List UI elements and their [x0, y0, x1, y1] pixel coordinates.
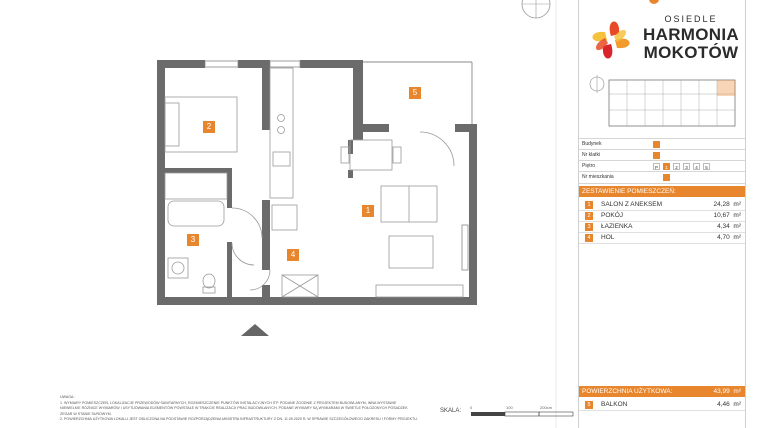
- windows: [204, 60, 469, 271]
- building-box: [653, 141, 660, 148]
- staircase-box: [653, 152, 660, 159]
- sofa: [380, 185, 438, 223]
- room-row-area: 4,34 m²: [717, 223, 741, 230]
- balcony-outline: [363, 61, 473, 124]
- room-row-name: POKÓJ: [601, 212, 624, 219]
- room-row-name: HOL: [601, 234, 615, 241]
- room-label-2: 2: [203, 121, 215, 133]
- room-label-1: 1: [362, 205, 374, 217]
- balcony-row-num: 5: [585, 401, 593, 409]
- scale-bar: SKALA: 0 100 200cm: [440, 404, 580, 424]
- entrance-marker-icon: [241, 324, 269, 336]
- info-row-apartment: Nr mieszkania: [579, 171, 745, 184]
- total-area-value: 43,99 m²: [713, 388, 742, 395]
- floor-box-p: P: [653, 163, 660, 170]
- room-row-3: 3 ŁAZIENKA 4,34 m²: [579, 221, 745, 233]
- room-label-3: 3: [187, 234, 199, 246]
- footnotes: UWAGA: 1. WYMIARY POMIESZCZEŃ, LOKALIZAC…: [60, 395, 440, 423]
- balcony-row-name: BALKON: [601, 401, 628, 408]
- room-row-1: 1 SALON Z ANEKSEM 24,28 m²: [579, 199, 745, 211]
- room-label-5: 5: [409, 87, 421, 99]
- walls: [157, 60, 477, 305]
- balcony-row: 5 BALKON 4,46 m²: [579, 399, 745, 411]
- room-row-num: 4: [585, 234, 593, 242]
- logo-harmonia: HARMONIA: [643, 25, 739, 44]
- floor-box-3: 3: [683, 163, 690, 170]
- info-label-building: Budynek: [582, 141, 602, 147]
- room-row-num: 1: [585, 201, 593, 209]
- scale-graphic: [471, 411, 574, 417]
- logo-mokotow: MOKOTÓW: [643, 43, 739, 62]
- building-key-plan: [589, 75, 736, 127]
- floor-box-5: 5: [703, 163, 710, 170]
- rooms-header: ZESTAWIENIE POMIESZCZEŃ:: [579, 186, 745, 197]
- notes-line-2: NIEWIELKIE RÓŻNICE WYMIARÓW I USYTUOWANI…: [60, 406, 408, 411]
- logo-text: OSIEDLE HARMONIA MOKOTÓW: [639, 14, 743, 62]
- logo-flower-icon: [592, 21, 630, 59]
- room-row-num: 3: [585, 223, 593, 231]
- scale-tick-200: 200cm: [540, 405, 553, 410]
- info-label-staircase: Nr klatki: [582, 152, 601, 158]
- total-area-label: POWIERZCHNIA UŻYTKOWA:: [582, 388, 673, 395]
- info-row-floor: Piętro P 1 2 3 4 5: [579, 160, 745, 172]
- notes-line-3: ZEGAR W STANIE SUROWYM.: [60, 411, 112, 416]
- room-row-num: 2: [585, 212, 593, 220]
- total-area-bar: POWIERZCHNIA UŻYTKOWA: 43,99 m²: [579, 386, 745, 397]
- floor-box-4: 4: [693, 163, 700, 170]
- logo-osiedle: OSIEDLE: [664, 14, 718, 24]
- info-row-staircase: Nr klatki: [579, 149, 745, 161]
- bed: [164, 96, 238, 153]
- floor-plan-drawing: [157, 0, 557, 428]
- bathroom-fixtures: [164, 172, 228, 294]
- scale-label: SKALA:: [440, 408, 462, 414]
- compass-icon: [521, 0, 551, 19]
- top-tab-marker: [649, 0, 659, 4]
- floor-box-1: 1: [663, 163, 670, 170]
- room-row-4: 4 HOL 4,70 m²: [579, 232, 745, 244]
- room-row-2: 2 POKÓJ 10,67 m²: [579, 210, 745, 222]
- info-row-building: Budynek: [579, 138, 745, 150]
- room-row-area: 4,70 m²: [717, 234, 741, 241]
- info-label-floor: Piętro: [582, 163, 596, 169]
- room-row-name: SALON Z ANEKSEM: [601, 201, 663, 208]
- apartment-box: [663, 174, 670, 181]
- notes-line-4: 2. POWIERZCHNIA UŻYTKOWA LOKALU JEST OBL…: [60, 417, 418, 422]
- room-row-name: ŁAZIENKA: [601, 223, 633, 230]
- scale-tick-100: 100: [506, 405, 513, 410]
- notes-title: UWAGA:: [60, 395, 75, 399]
- info-sidebar: OSIEDLE HARMONIA MOKOTÓW Budynek Nr klat…: [578, 0, 746, 428]
- room-row-area: 10,67 m²: [713, 212, 742, 219]
- wardrobe: [281, 274, 319, 298]
- coffee-table: [388, 235, 434, 269]
- floor-plan-area: 1 2 3 4 5 UWAGA: 1. WYMIARY POMIESZCZEŃ,…: [60, 0, 574, 428]
- dining-table: [340, 139, 402, 171]
- tv-unit: [375, 284, 464, 298]
- notes-line-1: 1. WYMIARY POMIESZCZEŃ, LOKALIZACJE PRZE…: [60, 400, 397, 405]
- kitchen-counter: [269, 67, 298, 231]
- room-label-4: 4: [287, 249, 299, 261]
- floor-box-2: 2: [673, 163, 680, 170]
- balcony-row-area: 4,46 m²: [717, 401, 741, 408]
- info-label-apartment: Nr mieszkania: [582, 174, 614, 180]
- scale-tick-0: 0: [470, 405, 473, 410]
- door-swings: [231, 131, 455, 291]
- logo: OSIEDLE HARMONIA MOKOTÓW: [585, 14, 741, 66]
- room-row-area: 24,28 m²: [713, 201, 742, 208]
